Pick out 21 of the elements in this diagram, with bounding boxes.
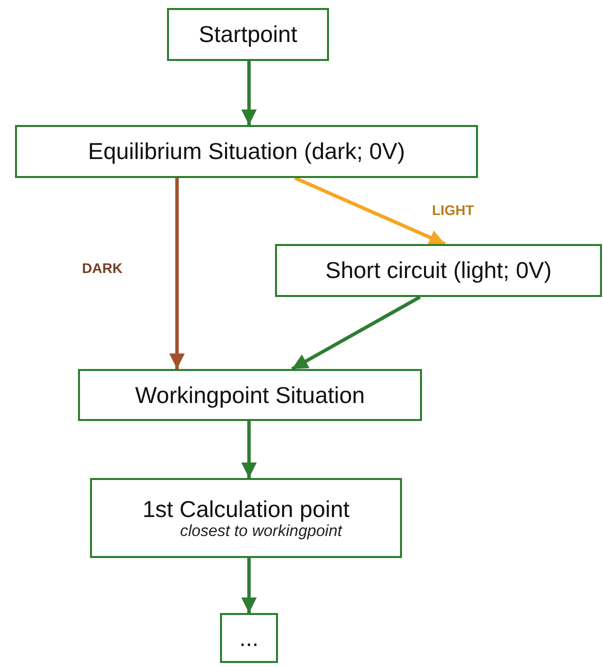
arrow — [241, 61, 257, 125]
process-box — [220, 613, 278, 663]
process-box — [78, 369, 422, 421]
arrow — [294, 176, 446, 246]
arrow — [291, 295, 421, 371]
node-label: Equilibrium Situation (dark; 0V) — [88, 138, 406, 165]
edge-label: LIGHT — [430, 202, 476, 218]
arrow — [241, 421, 257, 478]
subtitle-text: closest to workingpoint — [180, 522, 342, 540]
process-box — [90, 478, 402, 558]
node-label: Workingpoint Situation — [135, 382, 365, 408]
node-label: Startpoint — [198, 21, 298, 48]
process-box — [167, 8, 329, 61]
node-label: 1st Calculation point — [142, 496, 350, 522]
node-label: ... — [239, 624, 259, 652]
arrow — [169, 178, 185, 369]
process-box — [15, 125, 478, 178]
node-label: Short circuit (light; 0V) — [325, 257, 552, 284]
edge-label: DARK — [80, 260, 124, 276]
process-box — [275, 244, 602, 297]
arrow — [241, 558, 257, 613]
